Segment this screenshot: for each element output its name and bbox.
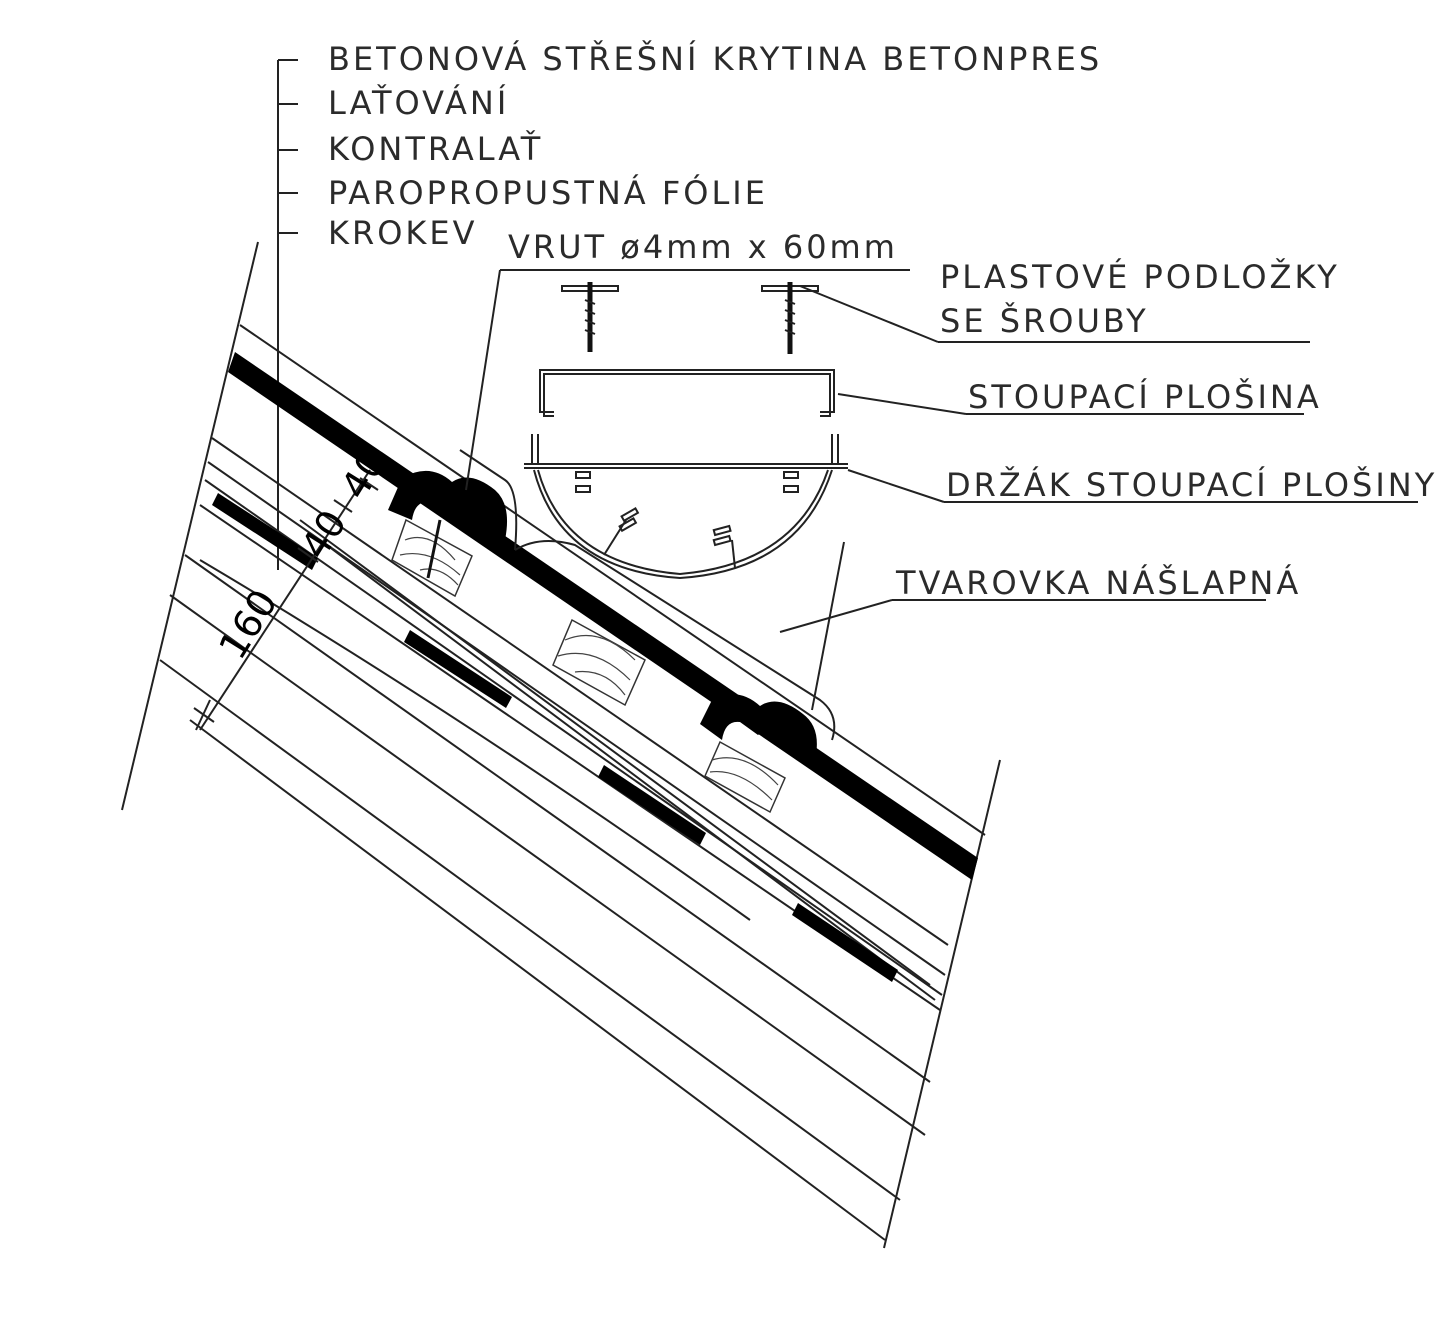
screw-right: [761, 282, 819, 354]
batten-2: [552, 618, 646, 707]
section-edge-left: [121, 241, 259, 811]
screw-left: [561, 282, 619, 352]
tile-profile-1: [388, 470, 508, 540]
label-screw: VRUT ø4mm x 60mm: [508, 228, 898, 266]
stepping-platform: [539, 369, 835, 417]
membrane-bars: [212, 493, 898, 982]
legend-item-rafter: KROKEV: [328, 214, 478, 252]
legend-item-roof-tile: BETONOVÁ STŘEŠNÍ KRYTINA BETONPRES: [328, 39, 1102, 78]
legend-item-battens: LAŤOVÁNÍ: [328, 84, 509, 122]
nail-1: [426, 519, 442, 579]
label-washers-line2: SE ŠROUBY: [940, 301, 1149, 340]
roof-tile-layer: [228, 352, 978, 880]
label-step-tile: TVAROVKA NÁŠLAPNÁ: [895, 563, 1301, 602]
label-washers-line1: PLASTOVÉ PODLOŽKY: [940, 258, 1340, 296]
section-edge-right: [883, 759, 1001, 1249]
platform-holder: [524, 434, 848, 580]
label-holder: DRŽÁK STOUPACÍ PLOŠINY: [946, 465, 1437, 504]
dimension-160: 160: [210, 582, 286, 667]
leader-lines: [465, 269, 1418, 711]
dimension-lines: [193, 469, 379, 731]
batten-3: [704, 740, 786, 814]
tile-profile-2: [700, 694, 817, 760]
dimension-40-a: 40: [332, 442, 395, 506]
tile-outlines: [459, 449, 836, 741]
label-platform: STOUPACÍ PLOŠINA: [968, 377, 1322, 416]
roof-layers: [159, 324, 986, 1241]
legend-leader: [277, 59, 298, 570]
legend-item-counter-batten: KONTRALAŤ: [328, 130, 543, 168]
legend-item-membrane: PAROPROPUSTNÁ FÓLIE: [328, 173, 768, 212]
